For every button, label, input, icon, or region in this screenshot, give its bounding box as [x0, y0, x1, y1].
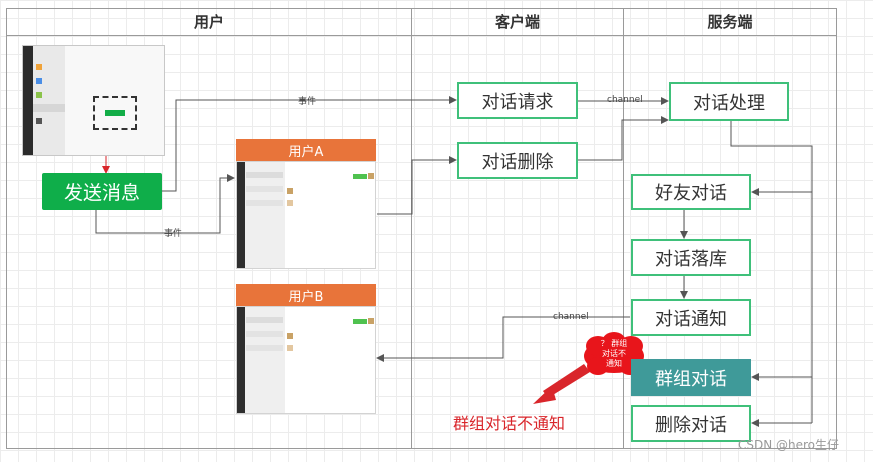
dialog-notify-node: 对话通知 — [631, 299, 751, 336]
cloud-text: ？ 群组 对话不 通知 — [600, 339, 628, 368]
group-no-notify-label: 群组对话不通知 — [453, 414, 566, 433]
thumb-sidebar — [23, 46, 33, 155]
send-message-node: 发送消息 — [42, 173, 162, 210]
lane-header-server: 服务端 — [623, 8, 837, 36]
red-arrow-shaft — [543, 364, 590, 398]
user-b-sidebar — [237, 307, 245, 413]
lane-divider-2 — [623, 8, 624, 449]
edge-usera-to-delete — [377, 156, 457, 215]
edge-label-event-bottom: 事件 — [164, 229, 183, 239]
dialog-request-node: 对话请求 — [457, 82, 578, 119]
red-arrow-head — [533, 386, 556, 404]
edge-send-to-usera — [95, 174, 235, 234]
watermark: CSDN @hero生仔 — [738, 438, 840, 452]
edge-process-trunk — [730, 121, 813, 423]
edge-send-to-request — [162, 96, 457, 192]
user-b-chat-window — [236, 306, 376, 414]
thumb-main — [65, 46, 164, 155]
user-a-banner: 用户A — [236, 139, 376, 161]
edge-label-event-top: 事件 — [298, 97, 317, 107]
friend-dialog-node: 好友对话 — [631, 174, 751, 210]
edge-notify-to-userb — [376, 316, 630, 362]
swimlane-frame — [6, 8, 837, 449]
edge-label-channel-top: channel — [607, 95, 643, 105]
dialog-store-node: 对话落库 — [631, 239, 751, 276]
user-b-list — [245, 307, 285, 413]
group-dialog-node: 群组对话 — [631, 359, 751, 396]
edge-label-channel-bottom: channel — [553, 312, 589, 322]
alert-cloud — [584, 332, 644, 375]
lane-header-client: 客户端 — [411, 8, 624, 36]
user-a-sidebar — [237, 162, 245, 268]
dialog-process-node: 对话处理 — [669, 82, 789, 121]
delete-dialog-node: 删除对话 — [631, 405, 751, 442]
edge-delete-to-process — [578, 116, 669, 161]
user-a-chat-window — [236, 161, 376, 269]
user-b-banner: 用户B — [236, 284, 376, 306]
lane-header-user: 用户 — [6, 8, 412, 36]
dialog-delete-node: 对话删除 — [457, 142, 578, 179]
thumb-list — [33, 46, 65, 155]
lane-divider-1 — [411, 8, 412, 449]
app-screenshot-thumbnail — [22, 45, 165, 156]
user-a-list — [245, 162, 285, 268]
